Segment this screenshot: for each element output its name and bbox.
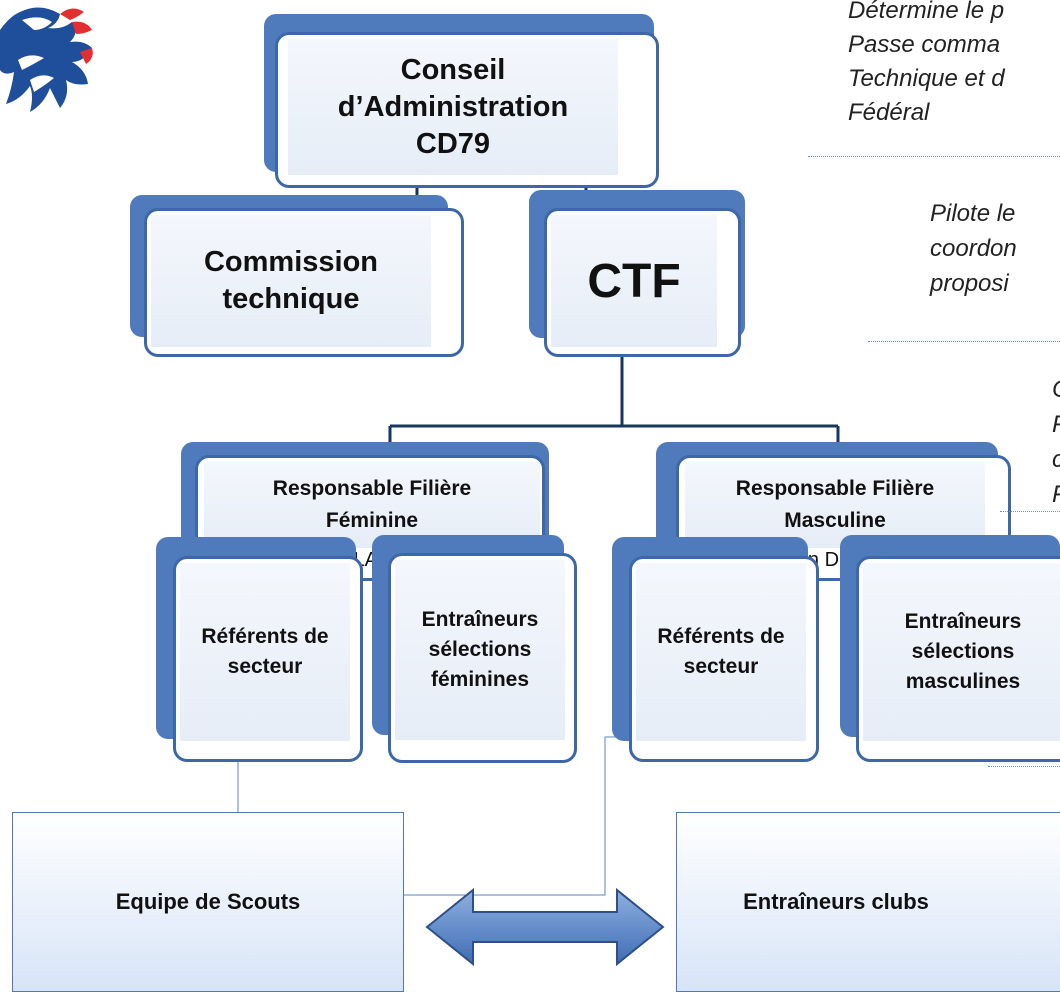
conseil-box: Conseil d’Administration CD79	[275, 32, 659, 188]
note2-line3: proposi	[930, 270, 1009, 297]
separator-4	[988, 766, 1060, 767]
scouts-box: Equipe de Scouts	[12, 812, 404, 992]
logo-icon	[0, 7, 93, 113]
note2-line1: Pilote le	[930, 200, 1016, 227]
separator-3	[1000, 511, 1060, 512]
scouts-label: Equipe de Scouts	[115, 889, 301, 914]
note3-line2: F	[1052, 408, 1060, 442]
entr-masc-box: Entraîneurs sélections masculines	[856, 556, 1060, 762]
entr-fem-box: Entraîneurs sélections féminines	[388, 553, 577, 763]
clubs-label: Entraîneurs clubs	[743, 889, 929, 914]
commission-box: Commission technique	[144, 208, 464, 357]
ctf-label: CTF	[587, 254, 681, 308]
conseil-label: Conseil d’Administration CD79	[337, 53, 569, 160]
note3-line4: F	[1052, 478, 1060, 512]
separator-1	[808, 156, 1060, 157]
resp-masc-title: Responsable Filière Masculine	[735, 477, 935, 532]
double-arrow-icon	[425, 887, 665, 967]
note1-line2: Passe comma	[848, 31, 1001, 58]
ref-fem-label: Référents de secteur	[201, 625, 329, 678]
entr-masc-label: Entraîneurs sélections masculines	[904, 610, 1022, 693]
ctf-box: CTF	[544, 208, 741, 357]
ref-masc-label: Référents de secteur	[657, 625, 785, 678]
note1-line3: Technique et d	[848, 65, 1005, 92]
note3-line3: c	[1052, 443, 1060, 477]
commission-label: Commission technique	[203, 246, 379, 315]
ref-fem-box: Référents de secteur	[173, 556, 363, 762]
clubs-box: Entraîneurs clubs	[676, 812, 1060, 992]
note2-line2: coordon	[930, 235, 1017, 262]
entr-fem-label: Entraîneurs sélections féminines	[421, 608, 539, 691]
note3-line1: C	[1052, 373, 1060, 407]
note1-line1: Détermine le p	[848, 0, 1005, 24]
note1-line4: Fédéral	[848, 99, 930, 126]
resp-fem-title: Responsable Filière Féminine	[272, 477, 472, 532]
ref-masc-box: Référents de secteur	[629, 556, 819, 762]
separator-2	[868, 341, 1060, 342]
